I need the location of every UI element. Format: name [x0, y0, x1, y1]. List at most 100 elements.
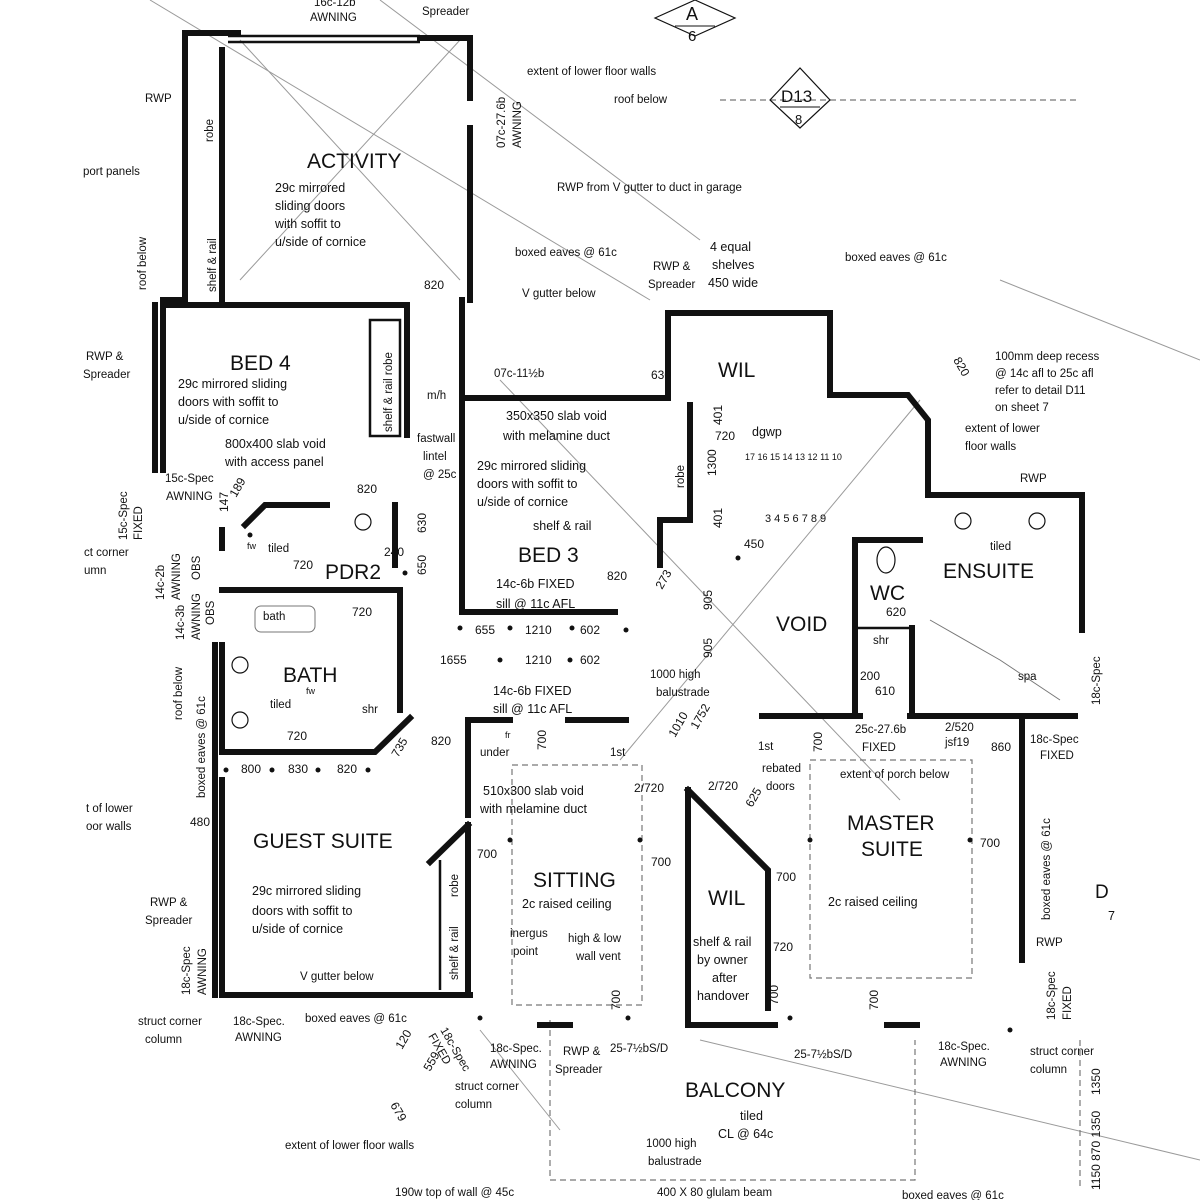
- svg-text:200: 200: [860, 669, 880, 683]
- svg-text:18c-Spec.: 18c-Spec.: [938, 1041, 990, 1053]
- svg-text:lintel: lintel: [423, 451, 447, 463]
- svg-text:jsf19: jsf19: [944, 737, 969, 749]
- note-high-low-vent: high & low wall vent: [568, 933, 622, 963]
- svg-text:Spreader: Spreader: [555, 1064, 602, 1076]
- detail-d13-number: 8: [795, 112, 802, 127]
- svg-text:1210: 1210: [525, 623, 552, 637]
- svg-text:by owner: by owner: [697, 953, 748, 967]
- window-fixed-18c-right-line2: FIXED: [1062, 986, 1074, 1020]
- svg-text:2/720: 2/720: [708, 779, 738, 793]
- note-balcony-cl: CL @ 64c: [718, 1127, 773, 1141]
- basin-icon: [354, 513, 372, 531]
- window-awning-14c-2b-line2: AWNING: [171, 553, 183, 600]
- note-activity-doors: 29c mirrored sliding doors with soffit t…: [274, 181, 366, 249]
- note-inergus: inergus point: [510, 928, 548, 958]
- note-v-gutter-below-2: V gutter below: [300, 971, 374, 983]
- svg-text:FIXED: FIXED: [1040, 750, 1074, 762]
- svg-text:820: 820: [431, 734, 451, 748]
- note-fr: fr: [505, 730, 511, 740]
- svg-text:240: 240: [384, 545, 404, 559]
- note-v-gutter-below: V gutter below: [522, 288, 596, 300]
- room-master-line1: MASTER: [847, 812, 935, 835]
- svg-text:RWP &: RWP &: [563, 1046, 601, 1058]
- room-master-line2: SUITE: [861, 838, 923, 861]
- note-master-ceiling: 2c raised ceiling: [828, 895, 918, 909]
- svg-text:602: 602: [580, 653, 600, 667]
- room-ensuite: ENSUITE: [943, 560, 1034, 583]
- svg-text:@ 14c afl to 25c afl: @ 14c afl to 25c afl: [995, 368, 1094, 380]
- note-first-master: 1st: [758, 741, 774, 753]
- window-awning-07c-line2: AWNING: [512, 101, 524, 148]
- svg-text:820: 820: [424, 278, 444, 292]
- svg-text:umn: umn: [84, 565, 106, 577]
- svg-text:14c-6b FIXED: 14c-6b FIXED: [496, 577, 575, 591]
- svg-text:905: 905: [701, 590, 715, 610]
- note-extent-lower-top: extent of lower floor walls: [527, 66, 656, 78]
- svg-text:273: 273: [652, 567, 674, 592]
- note-robe-activity: robe: [204, 119, 216, 142]
- svg-text:720: 720: [293, 558, 313, 572]
- window-fixed-25c: 25c-27.6b FIXED: [855, 724, 906, 754]
- svg-text:RWP &: RWP &: [653, 261, 691, 273]
- note-manhole: m/h: [427, 390, 446, 402]
- svg-text:RWP &: RWP &: [150, 897, 188, 909]
- fixtures: [231, 512, 1061, 729]
- note-boxed-eaves-left: boxed eaves @ 61c: [196, 696, 208, 798]
- svg-text:630: 630: [415, 513, 429, 533]
- note-rwp-spreader-bottom: RWP & Spreader: [555, 1046, 602, 1076]
- note-sitting-slab: 510x300 slab void with melamine duct: [479, 784, 588, 816]
- svg-text:401: 401: [711, 405, 725, 425]
- svg-text:column: column: [145, 1034, 182, 1046]
- svg-text:860: 860: [991, 740, 1011, 754]
- note-tiled-bath: tiled: [270, 699, 291, 711]
- note-bed4-slab: 800x400 slab void with access panel: [224, 437, 326, 469]
- svg-text:1210: 1210: [525, 653, 552, 667]
- note-bed3-doors: 29c mirrored sliding doors with soffit t…: [477, 459, 586, 509]
- svg-text:700: 700: [767, 985, 781, 1005]
- svg-text:120: 120: [392, 1027, 414, 1052]
- svg-text:struct corner: struct corner: [1030, 1046, 1094, 1058]
- svg-text:820: 820: [950, 355, 972, 380]
- svg-text:820: 820: [357, 482, 377, 496]
- note-struct-corner-left: struct corner column: [138, 1016, 202, 1046]
- note-tiled-ensuite: tiled: [990, 541, 1011, 553]
- column-dots: [223, 532, 1013, 1033]
- note-balcony-tiled: tiled: [740, 1109, 763, 1123]
- note-rwp-right-lower: RWP: [1036, 937, 1063, 949]
- svg-text:refer to detail D11: refer to detail D11: [995, 385, 1086, 397]
- note-rwp-right: RWP: [1020, 473, 1047, 485]
- note-first-sitting: 1st: [610, 747, 626, 759]
- room-bed4: BED 4: [230, 352, 291, 375]
- svg-text:16c-12b: 16c-12b: [314, 0, 356, 9]
- svg-text:sill @ 11c AFL: sill @ 11c AFL: [496, 597, 575, 611]
- note-fw-pdr: fw: [247, 541, 257, 551]
- svg-text:1350: 1350: [1089, 1068, 1103, 1095]
- basin-icon: [231, 656, 249, 674]
- svg-text:830: 830: [288, 762, 308, 776]
- svg-text:doors with soffit to: doors with soffit to: [178, 395, 279, 409]
- svg-text:29c mirrored sliding: 29c mirrored sliding: [252, 884, 361, 898]
- svg-text:1000 high: 1000 high: [646, 1138, 697, 1150]
- svg-text:u/side of cornice: u/side of cornice: [275, 235, 366, 249]
- svg-text:fastwall: fastwall: [417, 433, 455, 445]
- walls: [152, 30, 1085, 1028]
- svg-text:655: 655: [475, 623, 495, 637]
- svg-text:650: 650: [415, 555, 429, 575]
- detail-marker-d13: [769, 67, 831, 129]
- note-fixed-sill-1: 14c-6b FIXED sill @ 11c AFL: [496, 577, 575, 611]
- note-shelf-rail-activity: shelf & rail: [207, 238, 219, 292]
- note-stair-numbers-bottom: 3 4 5 6 7 8 9: [765, 513, 826, 525]
- window-fixed-18c-right-line1: 18c-Spec: [1046, 971, 1058, 1020]
- note-sitting-ceiling: 2c raised ceiling: [522, 897, 612, 911]
- room-guest-suite: GUEST SUITE: [253, 830, 393, 853]
- window-fixed-18c-right2: 18c-Spec FIXED: [1030, 734, 1079, 762]
- note-bath-fixture: bath: [263, 611, 285, 623]
- note-rwp-spreader-top: RWP & Spreader: [648, 261, 695, 291]
- note-tiled-pdr: tiled: [268, 543, 289, 555]
- basin-icon: [1028, 512, 1046, 530]
- svg-text:doors: doors: [766, 781, 795, 793]
- note-boxed-eaves-right: boxed eaves @ 61c: [1041, 818, 1053, 920]
- room-wc: WC: [870, 582, 905, 605]
- svg-text:4 equal: 4 equal: [710, 240, 751, 254]
